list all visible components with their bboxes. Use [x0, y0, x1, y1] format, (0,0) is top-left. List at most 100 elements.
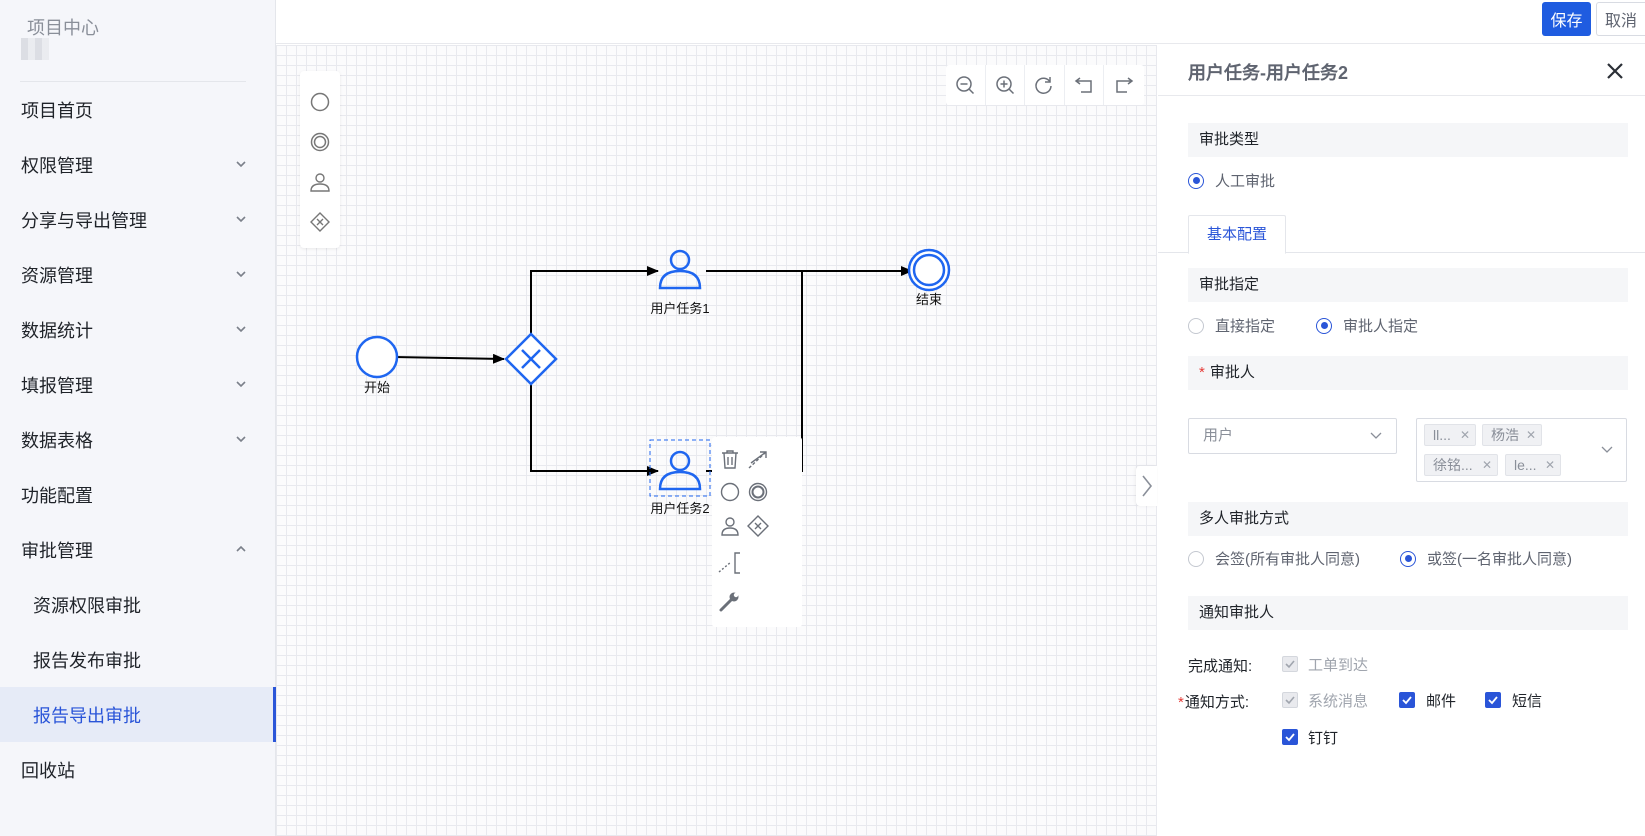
remove-icon[interactable]: ✕ — [1525, 428, 1536, 442]
sequence-flow[interactable] — [393, 353, 505, 364]
notify-method-text: 通知方式: — [1184, 694, 1250, 711]
radio-unchecked[interactable] — [1188, 550, 1204, 567]
end-event-tool-icon[interactable] — [308, 130, 332, 154]
sidebar-item-label: 审批管理 — [21, 540, 93, 561]
append-start-event-button[interactable] — [716, 478, 744, 506]
chip-label: 徐铭... — [1433, 457, 1473, 473]
approval-type-radio[interactable]: 人工审批 — [1188, 170, 1275, 191]
sidebar-item-data-tables[interactable]: 数据表格 — [0, 412, 276, 467]
sidebar-item-reporting[interactable]: 填报管理 — [0, 357, 276, 412]
exclusive-gateway[interactable] — [504, 332, 558, 386]
sidebar-item-label: 数据表格 — [21, 430, 93, 451]
radio-label: 或签(一名审批人同意) — [1427, 551, 1572, 568]
cancel-button[interactable]: 取消 — [1596, 2, 1645, 36]
sidebar-item-report-publish-approval[interactable]: 报告发布审批 — [0, 632, 276, 687]
zoom-in-button[interactable] — [986, 65, 1026, 105]
undo-button[interactable] — [1065, 65, 1105, 105]
chevron-right-icon — [1141, 475, 1152, 497]
sidebar-item-recycle-bin[interactable]: 回收站 — [0, 742, 276, 797]
zoom-toolbar — [946, 65, 1144, 105]
change-type-button[interactable] — [716, 587, 744, 615]
undo-icon — [1074, 77, 1092, 93]
radio-label: 人工审批 — [1215, 173, 1276, 190]
sidebar-item-label: 资源管理 — [21, 265, 93, 286]
radio-checked[interactable] — [1188, 172, 1204, 189]
sequence-flow[interactable] — [530, 385, 659, 476]
sidebar-item-resources[interactable]: 资源管理 — [0, 247, 276, 302]
sidebar-item-label: 报告发布审批 — [33, 650, 141, 671]
approver-multiselect[interactable]: ll...✕ 杨浩✕ 徐铭...✕ le...✕ — [1416, 418, 1627, 482]
sidebar-item-label: 填报管理 — [21, 375, 93, 396]
check-icon — [1488, 696, 1498, 705]
close-icon[interactable] — [1603, 59, 1627, 83]
selection-outline — [649, 439, 711, 497]
sidebar-item-home[interactable]: 项目首页 — [0, 82, 276, 137]
chevron-down-icon — [1601, 446, 1613, 453]
end-event[interactable] — [907, 248, 951, 292]
zoom-out-button[interactable] — [946, 65, 986, 105]
redo-button[interactable] — [1104, 65, 1144, 105]
checkbox-disabled-checked — [1282, 656, 1298, 672]
zoom-out-icon — [956, 76, 975, 95]
start-event-tool-icon[interactable] — [308, 90, 332, 114]
sidebar-item-report-export-approval[interactable]: 报告导出审批 — [0, 687, 276, 742]
assign-direct-radio[interactable]: 直接指定 — [1188, 315, 1275, 336]
multi-countersign-radio[interactable]: 会签(所有审批人同意) — [1188, 548, 1360, 569]
sidebar-item-label: 项目首页 — [21, 100, 93, 121]
user-task-2[interactable] — [658, 450, 702, 491]
sidebar: 项目中心 项目首页 权限管理 分享与导出管理 资源管理 数据统计 填报管理 数据… — [0, 0, 276, 836]
sidebar-item-features[interactable]: 功能配置 — [0, 467, 276, 522]
connect-icon — [748, 451, 767, 469]
save-button[interactable]: 保存 — [1542, 2, 1591, 36]
sidebar-item-resource-approval[interactable]: 资源权限审批 — [0, 577, 276, 632]
radio-checked[interactable] — [1400, 550, 1416, 567]
connect-button[interactable] — [744, 445, 772, 473]
approver-type-select[interactable]: 用户 — [1188, 418, 1397, 454]
bpmn-canvas[interactable] — [276, 45, 1157, 836]
check-icon — [1285, 660, 1295, 669]
approver-chip: 徐铭... ✕ — [1424, 454, 1498, 476]
check-icon — [1285, 696, 1295, 705]
tab-basic-config[interactable]: 基本配置 — [1188, 215, 1286, 254]
section-header: 通知审批人 — [1188, 596, 1628, 630]
assign-by-approver-radio[interactable]: 审批人指定 — [1316, 315, 1418, 336]
checkbox-label: 邮件 — [1426, 693, 1457, 710]
start-event[interactable] — [355, 335, 399, 379]
user-task-1-label: 用户任务1 — [650, 301, 709, 316]
append-user-task-button[interactable] — [716, 512, 744, 540]
reset-view-button[interactable] — [1025, 65, 1065, 105]
sidebar-item-approvals[interactable]: 审批管理 — [0, 522, 276, 577]
complete-notify-label: 完成通知: — [1188, 658, 1253, 675]
remove-icon[interactable]: ✕ — [1481, 458, 1492, 472]
sidebar-item-share-export[interactable]: 分享与导出管理 — [0, 192, 276, 247]
checkbox-sms[interactable] — [1485, 692, 1501, 708]
radio-label: 直接指定 — [1215, 318, 1276, 335]
gateway-tool-icon[interactable] — [308, 210, 332, 234]
chip-label: 杨浩 — [1491, 427, 1519, 443]
radio-checked[interactable] — [1316, 317, 1332, 334]
sidebar-menu: 项目首页 权限管理 分享与导出管理 资源管理 数据统计 填报管理 数据表格 功能… — [0, 82, 276, 797]
remove-icon[interactable]: ✕ — [1544, 458, 1555, 472]
append-end-event-button[interactable] — [744, 478, 772, 506]
remove-icon[interactable]: ✕ — [1459, 428, 1470, 442]
delete-button[interactable] — [716, 445, 744, 473]
sidebar-item-permissions[interactable]: 权限管理 — [0, 137, 276, 192]
select-value: 用户 — [1203, 427, 1234, 444]
wrench-icon — [719, 592, 739, 612]
user-task-tool-icon[interactable] — [308, 170, 332, 194]
user-task-1[interactable] — [658, 249, 702, 290]
radio-unchecked[interactable] — [1188, 317, 1204, 334]
section-header: *审批人 — [1188, 356, 1628, 390]
checkbox-label: 钉钉 — [1308, 730, 1339, 747]
circle-icon — [720, 482, 740, 502]
sidebar-item-statistics[interactable]: 数据统计 — [0, 302, 276, 357]
panel-toggle[interactable] — [1136, 466, 1157, 506]
trash-icon — [722, 450, 738, 469]
append-gateway-button[interactable] — [744, 512, 772, 540]
text-annotation-button[interactable] — [716, 549, 744, 577]
sequence-flow[interactable] — [530, 266, 659, 339]
divider — [1158, 95, 1645, 96]
checkbox-email[interactable] — [1399, 692, 1415, 708]
multi-or-sign-radio[interactable]: 或签(一名审批人同意) — [1400, 548, 1572, 569]
checkbox-dingtalk[interactable] — [1282, 729, 1298, 745]
